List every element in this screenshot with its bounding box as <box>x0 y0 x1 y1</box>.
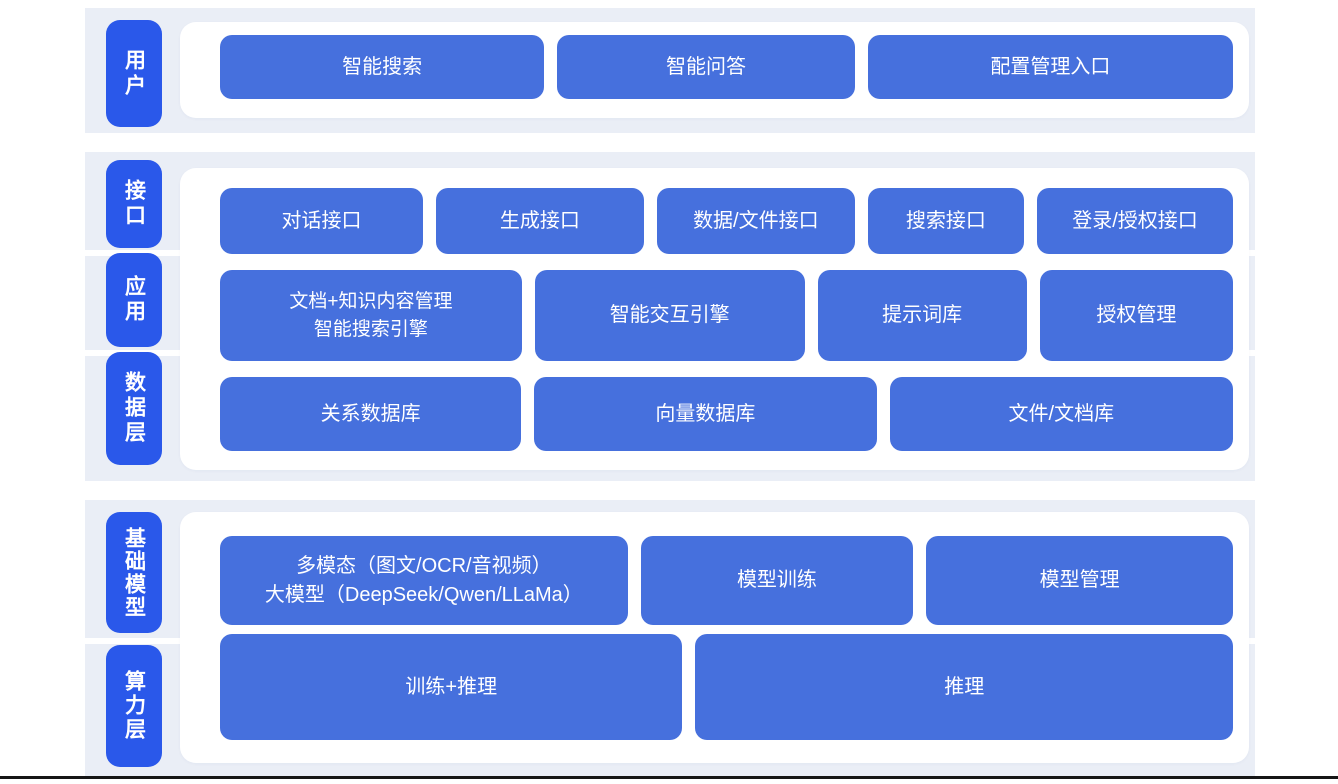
block-label-line1: 多模态（图文/OCR/音视频） <box>296 554 552 577</box>
block-vector-database: 向量数据库 <box>534 377 877 451</box>
block-label-line1: 文档+知识内容管理 <box>289 290 453 312</box>
block-label-line2: 大模型（DeepSeek/Qwen/LLaMa） <box>264 583 583 606</box>
layer-pill-data: 数据层 <box>106 352 162 465</box>
block-prompt-library: 提示词库 <box>817 270 1027 361</box>
block-generation-api: 生成接口 <box>435 188 644 254</box>
layer-pill-base-model: 基础模型 <box>106 512 162 633</box>
block-relational-database: 关系数据库 <box>220 377 522 451</box>
layer-pill-interface: 接口 <box>106 160 162 248</box>
block-smart-search: 智能搜索 <box>220 35 545 99</box>
layer-pill-compute: 算力层 <box>106 645 162 767</box>
block-file-document-store: 文件/文档库 <box>889 377 1233 451</box>
layer-pill-user: 用户 <box>106 20 162 127</box>
block-interactive-engine: 智能交互引擎 <box>534 270 805 361</box>
block-login-auth-api: 登录/授权接口 <box>1037 188 1233 254</box>
block-model-training: 模型训练 <box>640 536 914 625</box>
block-config-management-entry: 配置管理入口 <box>867 35 1233 99</box>
panel-bottom-layers: 多模态（图文/OCR/音视频） 大模型（DeepSeek/Qwen/LLaMa）… <box>180 512 1249 763</box>
block-smart-qa: 智能问答 <box>557 35 855 99</box>
bottom-border-line <box>0 776 1338 779</box>
block-inference: 推理 <box>695 634 1233 740</box>
panel-middle-layers: 对话接口 生成接口 数据/文件接口 搜索接口 登录/授权接口 文档+知识内容管理… <box>180 168 1249 470</box>
block-doc-knowledge-search-engine: 文档+知识内容管理 智能搜索引擎 <box>220 270 522 361</box>
block-auth-management: 授权管理 <box>1039 270 1233 361</box>
block-dialog-api: 对话接口 <box>220 188 423 254</box>
block-multimodal-llm: 多模态（图文/OCR/音视频） 大模型（DeepSeek/Qwen/LLaMa） <box>220 536 628 625</box>
block-training-inference: 训练+推理 <box>220 634 683 740</box>
block-label-line2: 智能搜索引擎 <box>313 318 428 340</box>
panel-user-layer: 智能搜索 智能问答 配置管理入口 <box>180 22 1249 118</box>
block-model-management: 模型管理 <box>926 536 1233 625</box>
block-search-api: 搜索接口 <box>867 188 1025 254</box>
layer-pill-application: 应用 <box>106 253 162 347</box>
block-data-file-api: 数据/文件接口 <box>656 188 855 254</box>
